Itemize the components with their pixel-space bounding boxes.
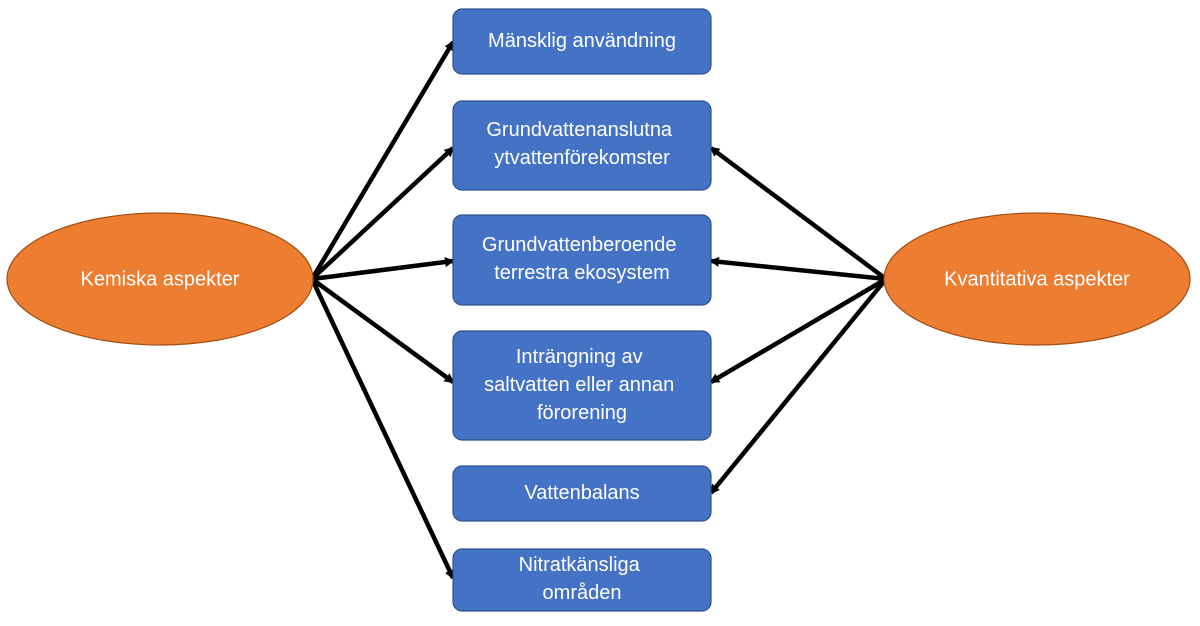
box-label: Vattenbalans xyxy=(524,482,639,504)
box-shape xyxy=(452,548,712,612)
arrow-kemiska-to-grundvattenberoende xyxy=(311,257,455,282)
box-label-line: terrestra ekosystem xyxy=(494,262,670,284)
box-label-line: ytvattenförekomster xyxy=(494,147,670,169)
box-label-line: Grundvattenberoende xyxy=(482,234,677,256)
box-label-line: områden xyxy=(543,582,622,604)
left-ellipse-shape xyxy=(6,212,314,346)
box-shape xyxy=(452,8,712,75)
arrow-kvantitativa-to-vattenbalans xyxy=(709,277,888,495)
node-kemiska-aspekter[interactable]: Kemiska aspekter xyxy=(6,212,314,346)
box-label-line: Grundvattenanslutna xyxy=(486,119,673,141)
arrow-kvantitativa-to-intrangning xyxy=(709,277,888,384)
box-vattenbalans[interactable]: Vattenbalans xyxy=(452,465,712,522)
box-intrangning-av-saltvatten[interactable]: Inträngning av saltvatten eller annan fö… xyxy=(452,330,712,441)
box-label-line: saltvatten eller annan xyxy=(484,374,674,396)
box-mansklig-anvandning[interactable]: Mänsklig användning xyxy=(452,8,712,75)
box-shape xyxy=(452,214,712,306)
arrow-kemiska-to-nitratkansliga xyxy=(309,278,456,580)
arrow-kvantitativa-to-grundvattenberoende xyxy=(709,256,887,282)
box-label: Grundvattenanslutna ytvattenförekomster xyxy=(486,119,677,169)
box-label-line: Inträngning av xyxy=(516,346,643,368)
box-label-line: Vattenbalans xyxy=(524,482,639,504)
box-label: Mänsklig användning xyxy=(488,30,676,52)
box-nitratkansliga-omraden[interactable]: Nitratkänsliga områden xyxy=(452,548,712,612)
box-shape xyxy=(452,465,712,522)
arrow-kemiska-to-grundvattenanslutna xyxy=(310,146,455,281)
node-kvantitativa-aspekter[interactable]: Kvantitativa aspekter xyxy=(883,212,1191,346)
arrow-kemiska-to-mansklig-anvandning xyxy=(310,40,455,281)
box-grundvattenberoende-terrestra-ekosystem[interactable]: Grundvattenberoende terrestra ekosystem xyxy=(452,214,712,306)
right-ellipse-shape xyxy=(883,212,1191,346)
box-label-line: förorening xyxy=(537,402,627,424)
arrow-kemiska-to-intrangning xyxy=(310,277,455,384)
arrow-kvantitativa-to-grundvattenanslutna xyxy=(709,146,888,281)
box-label: Inträngning av saltvatten eller annan fö… xyxy=(484,346,680,424)
box-label-line: Mänsklig användning xyxy=(488,30,676,52)
left-node-label: Kemiska aspekter xyxy=(81,268,240,290)
box-shape xyxy=(452,100,712,191)
right-node-label: Kvantitativa aspekter xyxy=(944,268,1130,290)
arrows-layer xyxy=(309,40,888,580)
box-label: Grundvattenberoende terrestra ekosystem xyxy=(482,234,682,284)
box-label-line: Nitratkänsliga xyxy=(519,554,641,576)
box-label: Nitratkänsliga områden xyxy=(519,554,646,604)
box-shape xyxy=(452,330,712,441)
box-grundvattenanslutna-ytvattenforekomster[interactable]: Grundvattenanslutna ytvattenförekomster xyxy=(452,100,712,191)
